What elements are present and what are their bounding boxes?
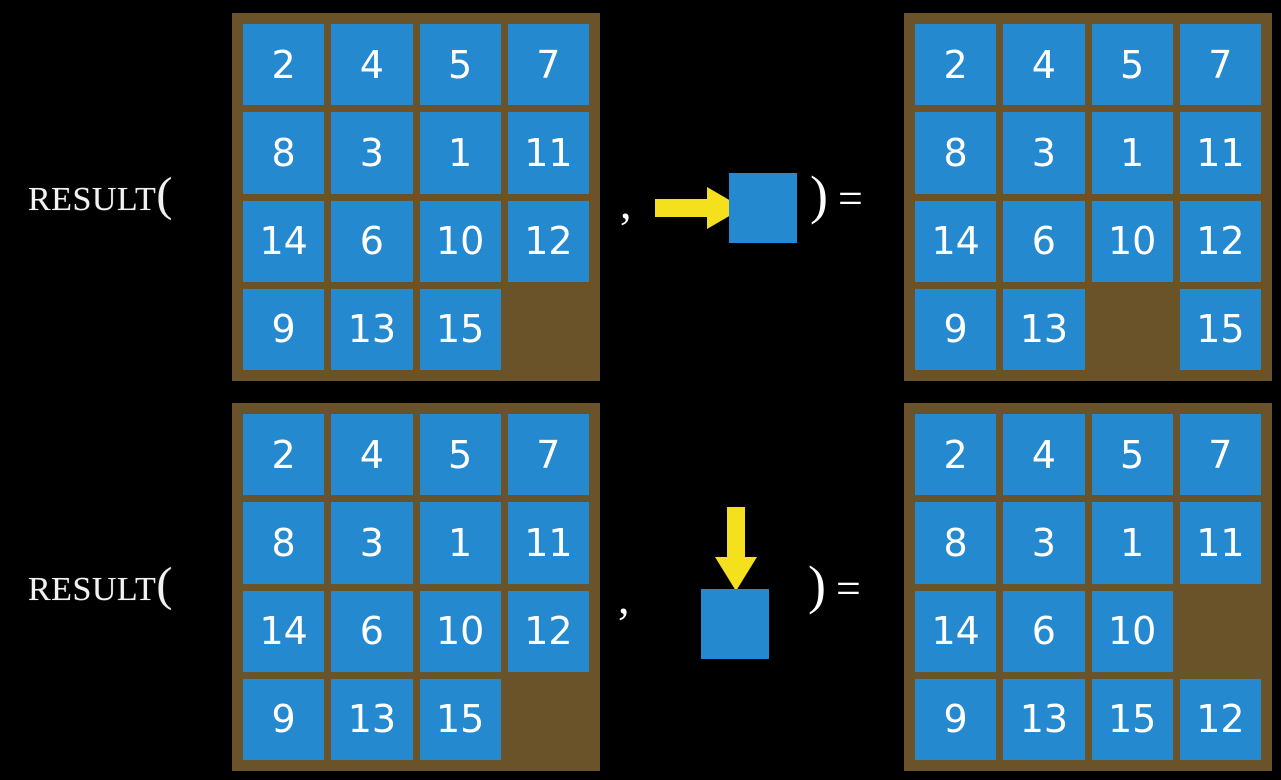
blank-tile-icon[interactable] — [729, 173, 797, 243]
tile[interactable]: 4 — [331, 24, 413, 106]
tile[interactable]: 5 — [419, 24, 501, 106]
tile[interactable]: 11 — [507, 112, 589, 194]
tile[interactable]: 7 — [507, 24, 589, 106]
tile[interactable]: 9 — [243, 288, 325, 370]
output-board-1: 2 4 5 7 8 3 1 11 14 6 10 12 9 13 15 — [904, 13, 1272, 381]
tile[interactable]: 6 — [1003, 590, 1085, 672]
tile[interactable]: 8 — [243, 112, 325, 194]
empty-slot — [1180, 591, 1261, 672]
tile[interactable]: 2 — [243, 414, 325, 496]
arrow-right-icon — [655, 187, 743, 229]
result-function-label-2: Result( — [28, 561, 173, 609]
close-and-equals-1: )= — [810, 168, 863, 222]
tile[interactable]: 11 — [1179, 112, 1261, 194]
tile[interactable]: 15 — [419, 288, 501, 370]
tile[interactable]: 3 — [1003, 502, 1085, 584]
tile[interactable]: 4 — [331, 414, 413, 496]
tile[interactable]: 13 — [1003, 678, 1085, 760]
equation-row-2: Result( 2 4 5 7 8 3 1 11 14 6 10 12 9 13… — [0, 390, 1281, 780]
tile[interactable]: 10 — [419, 590, 501, 672]
tile[interactable]: 15 — [1179, 288, 1261, 370]
tile[interactable]: 1 — [1091, 502, 1173, 584]
tile[interactable]: 9 — [915, 678, 997, 760]
blank-tile-icon[interactable] — [701, 589, 769, 659]
empty-slot — [508, 679, 589, 760]
tile[interactable]: 3 — [331, 112, 413, 194]
tile[interactable]: 3 — [1003, 112, 1085, 194]
output-board-2: 2 4 5 7 8 3 1 11 14 6 10 9 13 15 12 — [904, 403, 1272, 771]
result-word-1: Result( — [28, 168, 173, 221]
tile[interactable]: 7 — [507, 414, 589, 496]
equals-sign-1: = — [837, 174, 863, 223]
tile[interactable]: 8 — [915, 502, 997, 584]
close-and-equals-2: )= — [808, 558, 861, 612]
tile[interactable]: 1 — [1091, 112, 1173, 194]
tile[interactable]: 15 — [419, 678, 501, 760]
tile[interactable]: 5 — [419, 414, 501, 496]
tile[interactable]: 1 — [419, 112, 501, 194]
tile[interactable]: 11 — [1179, 502, 1261, 584]
input-board-2: 2 4 5 7 8 3 1 11 14 6 10 12 9 13 15 — [232, 403, 600, 771]
tile[interactable]: 11 — [507, 502, 589, 584]
tile[interactable]: 13 — [331, 678, 413, 760]
tile[interactable]: 12 — [1179, 678, 1261, 760]
tile[interactable]: 9 — [243, 678, 325, 760]
tile[interactable]: 14 — [243, 200, 325, 282]
tile[interactable]: 7 — [1179, 24, 1261, 106]
tile[interactable]: 14 — [243, 590, 325, 672]
result-function-label-1: Result( — [28, 171, 173, 219]
argument-separator-1: , — [620, 177, 632, 228]
tile[interactable]: 6 — [331, 590, 413, 672]
equals-sign-2: = — [835, 564, 861, 613]
close-paren-1: ) — [810, 165, 828, 225]
tile[interactable]: 7 — [1179, 414, 1261, 496]
tile[interactable]: 10 — [419, 200, 501, 282]
tile[interactable]: 2 — [915, 24, 997, 106]
tile[interactable]: 2 — [243, 24, 325, 106]
tile[interactable]: 6 — [1003, 200, 1085, 282]
tile[interactable]: 15 — [1091, 678, 1173, 760]
tile[interactable]: 8 — [243, 502, 325, 584]
tile[interactable]: 4 — [1003, 414, 1085, 496]
tile[interactable]: 3 — [331, 502, 413, 584]
tile[interactable]: 12 — [1179, 200, 1261, 282]
tile[interactable]: 12 — [507, 590, 589, 672]
tile[interactable]: 5 — [1091, 24, 1173, 106]
close-paren-2: ) — [808, 555, 826, 615]
tile[interactable]: 13 — [331, 288, 413, 370]
result-word-2: Result( — [28, 558, 173, 611]
tile[interactable]: 2 — [915, 414, 997, 496]
argument-separator-2: , — [618, 572, 630, 623]
tile[interactable]: 5 — [1091, 414, 1173, 496]
tile[interactable]: 1 — [419, 502, 501, 584]
tile[interactable]: 10 — [1091, 590, 1173, 672]
input-board-1: 2 4 5 7 8 3 1 11 14 6 10 12 9 13 15 — [232, 13, 600, 381]
tile[interactable]: 14 — [915, 590, 997, 672]
arrow-down-icon — [715, 507, 757, 591]
tile[interactable]: 6 — [331, 200, 413, 282]
empty-slot — [508, 289, 589, 370]
tile[interactable]: 10 — [1091, 200, 1173, 282]
tile[interactable]: 8 — [915, 112, 997, 194]
tile[interactable]: 12 — [507, 200, 589, 282]
tile[interactable]: 9 — [915, 288, 997, 370]
equation-row-1: Result( 2 4 5 7 8 3 1 11 14 6 10 12 9 13… — [28, 13, 1272, 381]
tile[interactable]: 4 — [1003, 24, 1085, 106]
tile[interactable]: 14 — [915, 200, 997, 282]
tile[interactable]: 13 — [1003, 288, 1085, 370]
empty-slot — [1092, 289, 1173, 370]
